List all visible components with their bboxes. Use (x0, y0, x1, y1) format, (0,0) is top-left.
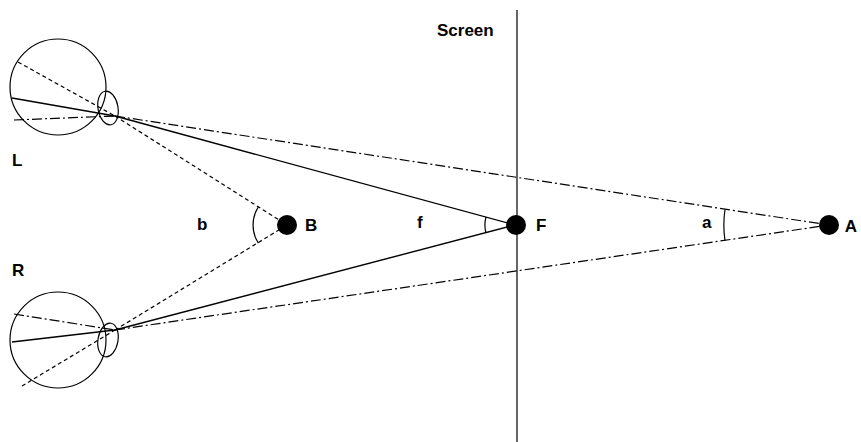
right-eye (10, 292, 121, 388)
angle-arcs (253, 207, 725, 244)
point-label: F (536, 217, 546, 234)
target-dots (277, 215, 839, 235)
eye-label: R (12, 262, 24, 279)
eye-label: L (12, 152, 22, 169)
angle-label: b (197, 216, 207, 233)
angle-label: f (417, 214, 423, 231)
far-lines (14, 116, 829, 330)
fixation-lines (12, 98, 515, 342)
near-lines (18, 62, 287, 386)
left-eye (10, 39, 121, 135)
point-label: B (305, 217, 317, 234)
point-label: A (845, 218, 857, 235)
screen-label: Screen (437, 22, 494, 39)
angle-label: a (702, 214, 711, 231)
